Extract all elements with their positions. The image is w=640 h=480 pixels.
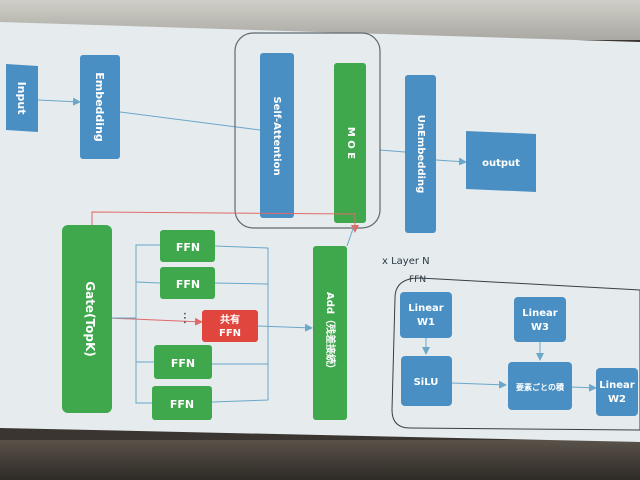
shared-ffn-label-line1: 共有 (220, 313, 240, 326)
ffn-group-label: FFN (409, 275, 426, 285)
ffn-expert-2: FFN (160, 267, 215, 299)
linear-w2-line1: Linear (599, 380, 634, 391)
ffn-expert-4-label: FFN (170, 398, 194, 411)
desk-area (0, 440, 640, 480)
transformer-block-frame (234, 32, 381, 229)
linear-w3-line2: W3 (531, 322, 549, 333)
linear-w1-node: Linear W1 (400, 292, 452, 338)
output-node: output (466, 131, 536, 192)
unembedding-label: UnEmbedding (415, 115, 426, 193)
unembedding-node: UnEmbedding (405, 75, 436, 233)
output-label: output (482, 158, 520, 169)
gate-label: Gate(TopK) (83, 281, 97, 357)
elementwise-product-label: 要素ごとの積 (516, 382, 565, 392)
input-label: Input (15, 82, 28, 115)
silu-node: SiLU (401, 356, 452, 406)
self-attention-label: Self-Attention (271, 96, 282, 175)
moe-label: M O E (345, 127, 356, 159)
linear-w2-node: Linear W2 (596, 368, 638, 416)
ffn-expert-2-label: FFN (176, 278, 200, 291)
ffn-expert-1-label: FFN (176, 241, 200, 254)
ffn-detail-lines (422, 338, 597, 392)
silu-label: SiLU (414, 377, 439, 388)
ffn-expert-3: FFN (154, 345, 212, 379)
linear-w3-line1: Linear (522, 308, 557, 319)
gate-node: Gate(TopK) (62, 225, 112, 413)
ffn-detail-frame (391, 277, 640, 431)
red-feedback-path (91, 211, 359, 326)
linear-w3-node: Linear W3 (514, 297, 566, 342)
expert-ellipsis: ⋮ (179, 311, 192, 326)
add-node: Add（残差接続） (313, 246, 347, 420)
elementwise-product-node: 要素ごとの積 (508, 362, 572, 410)
linear-w2-line2: W2 (608, 394, 626, 405)
moe-node: M O E (334, 63, 366, 223)
self-attention-node: Self-Attention (260, 53, 294, 218)
linear-w1-line2: W1 (417, 317, 435, 328)
layer-repeat-label: x Layer N (382, 256, 430, 267)
ffn-expert-4: FFN (152, 386, 212, 420)
slide-background (0, 22, 640, 442)
linear-w1-line1: Linear (408, 303, 443, 314)
shared-ffn-node: 共有 FFN (202, 310, 258, 342)
embedding-label: Embedding (93, 72, 106, 142)
top-connectors (37, 97, 467, 166)
shared-ffn-label-line2: FFN (219, 328, 241, 339)
ffn-expert-1: FFN (160, 230, 215, 262)
embedding-node: Embedding (80, 55, 120, 159)
add-label: Add（残差接続） (324, 292, 337, 374)
input-node: Input (6, 64, 38, 132)
expert-routing-lines (112, 244, 313, 404)
add-to-moe-line (346, 225, 355, 247)
ffn-expert-3-label: FFN (171, 357, 195, 370)
